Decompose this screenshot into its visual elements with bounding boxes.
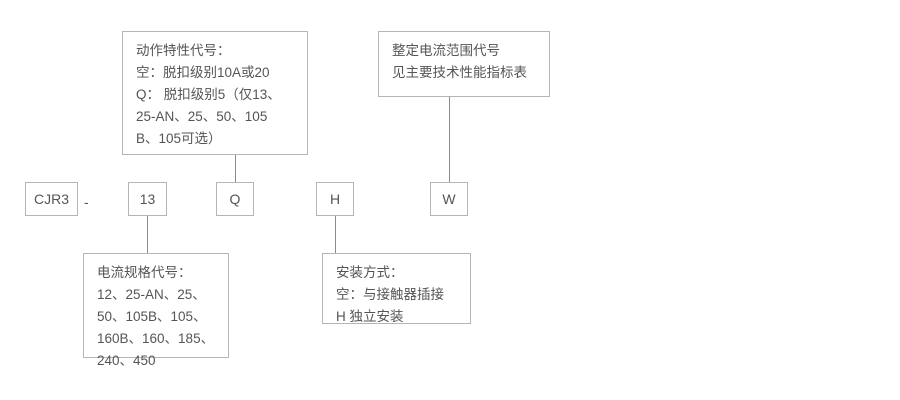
code-box-setting-range[interactable]: W	[430, 182, 468, 216]
note-action-characteristic: 动作特性代号： 空：脱扣级别10A或20 Q： 脱扣级别5（仅13、 25-AN…	[122, 31, 308, 155]
code-box-series[interactable]: CJR3	[25, 182, 78, 216]
leader-line-mounting	[335, 216, 336, 253]
code-separator-hyphen: -	[84, 194, 89, 210]
leader-line-action-characteristic	[235, 155, 236, 182]
code-box-action-characteristic[interactable]: Q	[216, 182, 254, 216]
code-box-mounting[interactable]: H	[316, 182, 354, 216]
note-current-spec: 电流规格代号： 12、25-AN、25、 50、105B、105、 160B、1…	[83, 253, 229, 368]
leader-line-setting-current-range	[449, 97, 450, 182]
code-box-current-spec[interactable]: 13	[128, 182, 167, 216]
note-setting-current-range: 整定电流范围代号 见主要技术性能指标表	[378, 31, 550, 97]
note-mounting-method: 安装方式： 空：与接触器插接 H 独立安装	[322, 253, 471, 324]
leader-line-current-spec	[147, 216, 148, 253]
